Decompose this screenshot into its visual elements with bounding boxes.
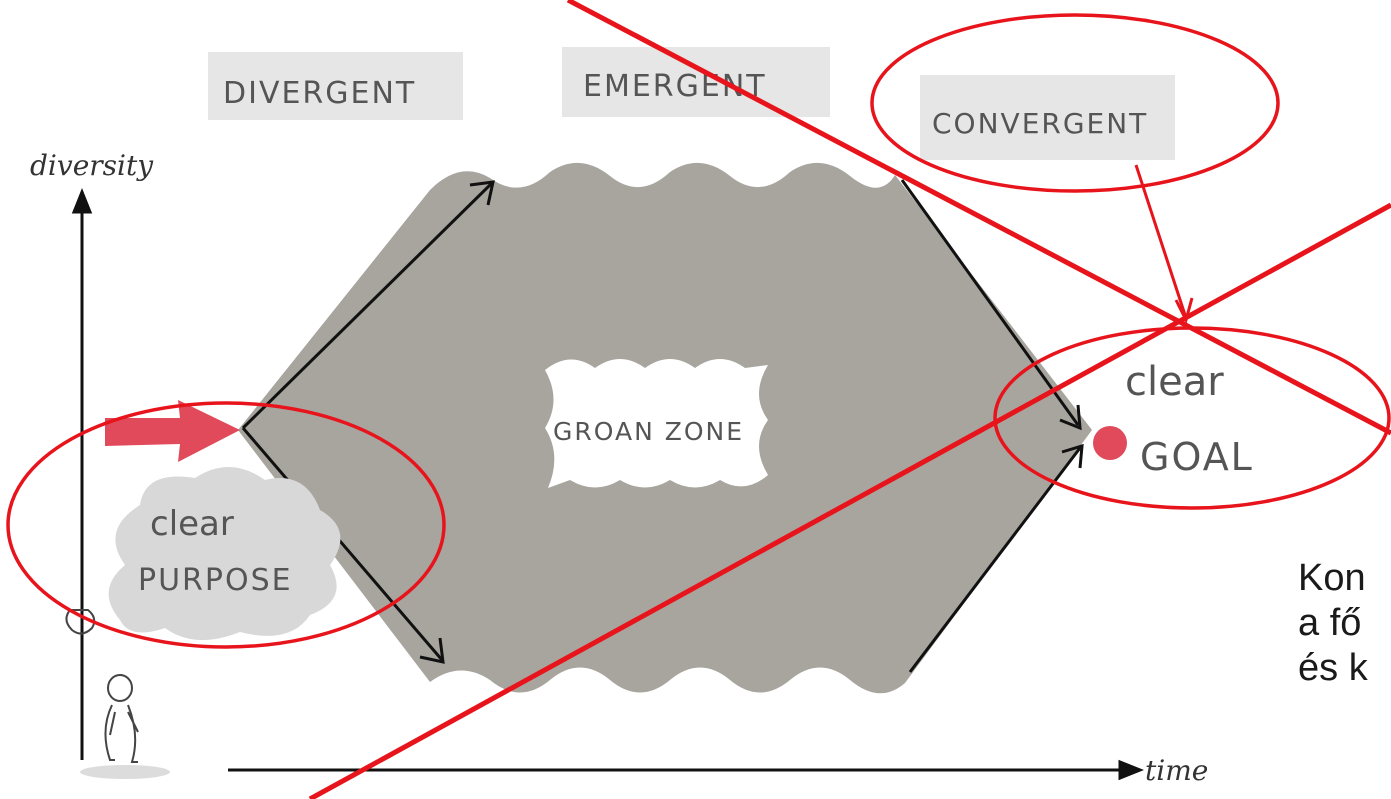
x-axis-label: time <box>1145 754 1208 787</box>
overlay-text-block: Kon a fő és k <box>1298 556 1368 691</box>
groan-zone-label: GROAN ZONE <box>553 417 744 446</box>
goal-line1: clear <box>1125 359 1224 405</box>
x-axis-arrowhead <box>1120 762 1140 778</box>
y-axis-arrowhead <box>74 192 90 212</box>
purpose-cloud <box>109 467 341 640</box>
overlay-line-2: a fő <box>1298 601 1368 646</box>
y-axis-label: diversity <box>30 149 154 182</box>
purpose-line2: PURPOSE <box>138 563 293 598</box>
convergent-label: CONVERGENT <box>932 107 1148 140</box>
purpose-line1: clear <box>150 504 234 544</box>
goal-dot <box>1093 426 1127 460</box>
emergent-label: EMERGENT <box>583 69 767 104</box>
goal-line2: GOAL <box>1140 435 1254 479</box>
pointer-line <box>1136 165 1186 318</box>
start-arrow <box>105 400 240 462</box>
overlay-line-1: Kon <box>1298 556 1368 601</box>
overlay-line-3: és k <box>1298 646 1368 691</box>
divergent-label: DIVERGENT <box>223 76 416 111</box>
